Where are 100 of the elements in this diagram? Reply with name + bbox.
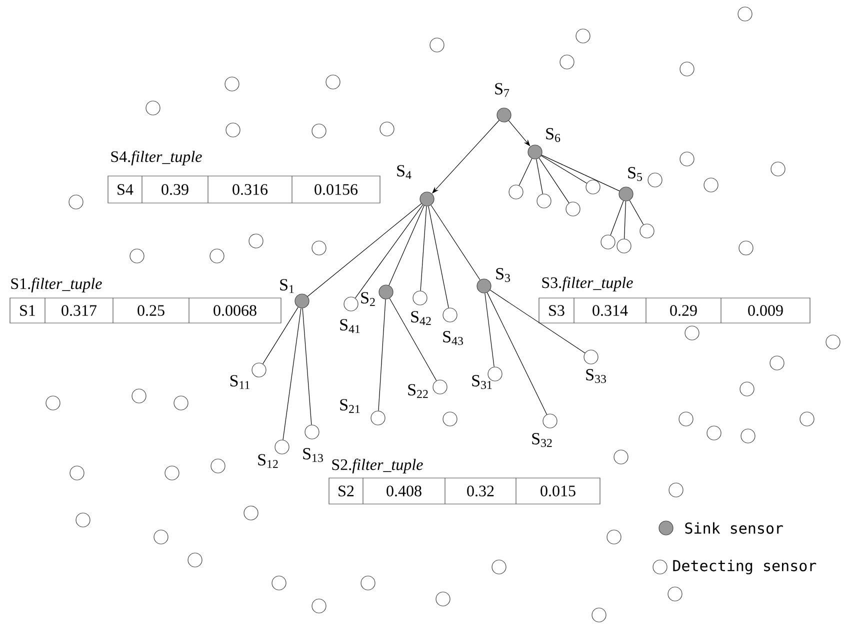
table-cell: 0.39 [162,184,188,195]
sensor-label: S$_{7}$ [495,83,510,97]
sensor-circle [668,482,684,498]
sensor-circle [706,426,722,440]
sensor-label: S$_{41}$ [340,319,360,333]
table-cell: 0.009 [748,305,783,316]
table-title: S4.filter_tuple [111,150,202,166]
connector-line [420,206,427,292]
connector-line [307,203,422,297]
connector-line [490,290,586,354]
sensor-circle [312,124,326,138]
sensor-label: S$_{43}$ [443,331,463,345]
sensor-circle [614,450,628,464]
sensor-circle [592,608,606,622]
sensor-circle [800,412,814,426]
sensor-circle [668,586,682,602]
connector-line [536,158,543,194]
sensor-circle [576,28,590,44]
sensor-circle [536,194,552,208]
table-cell: 0.0068 [214,305,256,316]
sensor-circle [684,326,700,340]
sensor-label: S$_{33}$ [586,369,606,383]
sensor-circle [442,412,458,426]
table-cell: 0.314 [592,305,628,316]
sensor-circle [600,234,616,250]
connector-line [540,155,588,184]
table-cell: S3 [549,305,564,316]
table-title: S1.filter_tuple [11,278,102,292]
sensor-circle [740,382,754,396]
sensor-circle [326,74,340,90]
connector-line [430,204,480,280]
sensor-circle [770,162,786,176]
legend-text: Sink sensor [685,522,783,534]
sensor-circle [430,38,444,52]
sensor-circle [738,6,752,22]
sensor-circle [188,552,202,568]
sensor-circle [76,512,90,528]
sensor-circle [606,530,622,544]
table-cell: 0.0156 [314,184,358,195]
connector-line [486,292,548,415]
sensor-circle [648,172,662,188]
connector-line [388,205,424,286]
sensor-circle [174,396,188,410]
sensor-circle [272,576,286,590]
sensor-circle [130,248,144,264]
sensor-circle [704,178,718,192]
sensor-circle [678,412,694,426]
sensor-circle [680,152,694,166]
sensor-circle [312,240,326,256]
connector-line [624,201,626,240]
sensor-label: S$_{31}$ [472,375,492,389]
sensor-label: S$_{42}$ [411,311,431,325]
sensor-circle [640,224,654,238]
table-cell: 0.316 [232,184,268,195]
sensor-circle [826,334,840,350]
table-cell: S2 [338,486,354,496]
table-cell: S4 [118,184,134,195]
sensor-circle [312,598,326,614]
sensor-label: S$_{6}$ [546,128,560,142]
connector-line [378,299,386,412]
sensor-label: S$_{3}$ [496,268,510,282]
sensor-label: S$_{2}$ [361,292,375,306]
sensor-circle [210,458,226,474]
arrow [508,120,530,146]
table-title: S3.filter_tuple [542,276,633,292]
sensor-circle [164,466,180,480]
sensor-circle [210,248,224,264]
sensor-label: S$_{32}$ [532,433,552,447]
sensor-circle [244,506,258,520]
table-cell: S1 [20,305,35,316]
sensor-circle [770,356,784,370]
table-cell: 0.25 [138,305,164,316]
connector-line [610,200,624,236]
sensor-circle [566,202,580,216]
sensor-label: S$_{11}$ [230,375,250,389]
connector-line [484,292,494,368]
sensor-circle [146,100,160,116]
connector-line [428,206,449,308]
connector-line [262,306,298,364]
sensor-circle [616,238,632,254]
sensor-circle [154,530,168,544]
sensor-label: S$_{21}$ [340,399,360,413]
sensor-label: S$_{1}$ [280,279,294,293]
table-cell: 0.32 [467,486,494,496]
sensor-circle [132,388,146,404]
sensor-circle [380,122,394,136]
sensor-circle [70,466,84,480]
sensor-circle [360,576,376,590]
sensor-label: S$_{22}$ [408,384,428,398]
sensor-label: S$_{13}$ [303,448,323,462]
sensor-circle [226,122,240,138]
connector-line [282,308,302,440]
connector-line [541,154,620,192]
sensor-circle [740,428,756,444]
connector-line [629,200,644,225]
table-cell: 0.408 [386,486,422,496]
connector-line [389,298,437,381]
sensor-circle [46,396,60,410]
sensor-circle [738,240,754,256]
table-cell: 0.317 [62,305,97,316]
